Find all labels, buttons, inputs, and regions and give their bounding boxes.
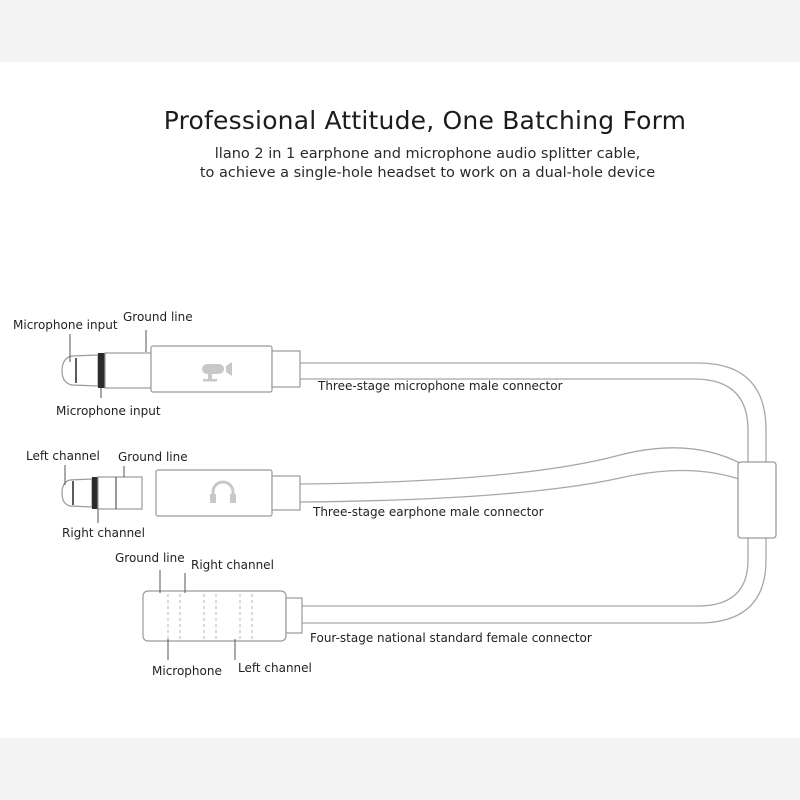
label-female-ground: Ground line xyxy=(115,551,185,565)
headphones-icon xyxy=(210,480,236,503)
label-female-right: Right channel xyxy=(191,558,274,572)
earphone-connector-name: Three-stage earphone male connector xyxy=(313,505,544,519)
bottom-band xyxy=(0,738,800,800)
female-cable-top xyxy=(302,538,749,607)
microphone-cable-top xyxy=(300,362,767,462)
female-connector-body xyxy=(142,590,287,642)
microphone-plug xyxy=(61,345,301,393)
subtitle-line-2: to achieve a single-hole headset to work… xyxy=(199,165,656,181)
label-mic-tip: Microphone input xyxy=(13,318,118,332)
page-title: Professional Attitude, One Batching Form xyxy=(163,106,687,135)
label-female-microphone: Microphone xyxy=(152,664,222,678)
female-connector-name: Four-stage national standard female conn… xyxy=(310,631,592,645)
top-band xyxy=(0,0,800,62)
cables xyxy=(299,362,767,624)
label-mic-ground: Ground line xyxy=(123,310,193,324)
label-ear-ground: Ground line xyxy=(118,450,188,464)
junction-block xyxy=(737,461,777,539)
label-female-left: Left channel xyxy=(238,661,312,675)
microphone-icon xyxy=(202,362,232,382)
microphone-cable-bottom xyxy=(300,378,749,462)
earphone-cable-top xyxy=(299,447,743,485)
female-connector xyxy=(142,590,303,642)
microphone-connector-name: Three-stage microphone male connector xyxy=(318,379,563,393)
female-cable-bottom xyxy=(302,538,767,624)
label-mic-ring: Microphone input xyxy=(56,404,161,418)
subtitle-line-1: llano 2 in 1 earphone and microphone aud… xyxy=(214,146,641,162)
earphone-plug xyxy=(61,469,301,517)
label-ear-tip: Left channel xyxy=(26,449,100,463)
leader-lines xyxy=(64,330,236,660)
label-ear-ring: Right channel xyxy=(62,526,145,540)
earphone-cable-bottom xyxy=(299,469,743,503)
